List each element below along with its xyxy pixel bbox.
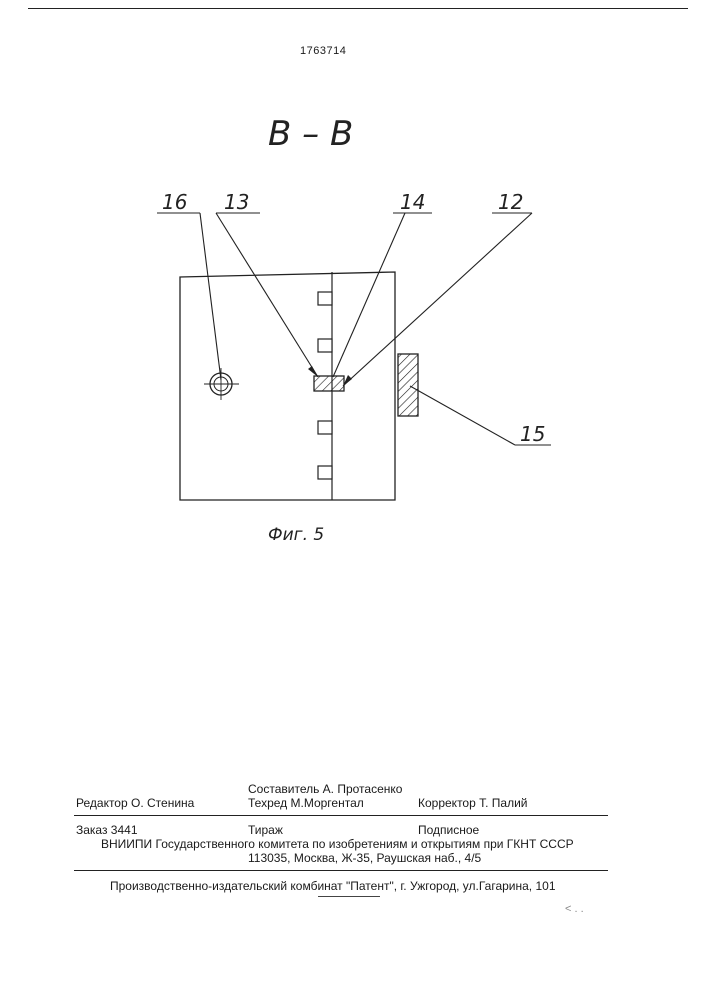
address: 113035, Москва, Ж-35, Раушская наб., 4/5	[248, 851, 481, 865]
institute: ВНИИПИ Государственного комитета по изоб…	[101, 837, 574, 851]
label-14: 14	[400, 190, 425, 214]
leader-lines	[157, 213, 551, 445]
tooth	[318, 292, 332, 305]
colophon-rule-2	[74, 870, 608, 871]
colophon-rule-1	[74, 815, 608, 816]
compiler: Составитель А. Протасенко	[248, 782, 402, 796]
label-16: 16	[162, 190, 187, 214]
label-13: 13	[224, 190, 249, 214]
publisher: Производственно-издательский комбинат "П…	[110, 879, 556, 893]
circulation: Тираж	[248, 823, 283, 837]
techred: Техред М.Моргентал	[248, 796, 364, 810]
corner-mark: < . .	[565, 903, 584, 915]
label-12: 12	[498, 190, 523, 214]
hatched-block	[398, 354, 418, 416]
tooth	[318, 466, 332, 479]
label-15: 15	[520, 422, 545, 446]
figure-caption: Фиг. 5	[268, 525, 324, 545]
hole	[204, 368, 239, 400]
subscription: Подписное	[418, 823, 479, 837]
order: Заказ 3441	[76, 823, 138, 837]
hatched-insert	[314, 376, 344, 391]
corrector: Корректор Т. Палий	[418, 796, 528, 810]
short-rule	[318, 896, 380, 897]
editor: Редактор О. Стенина	[76, 796, 194, 810]
section-title: В – В	[268, 114, 353, 154]
tooth	[318, 421, 332, 434]
tooth	[318, 339, 332, 352]
